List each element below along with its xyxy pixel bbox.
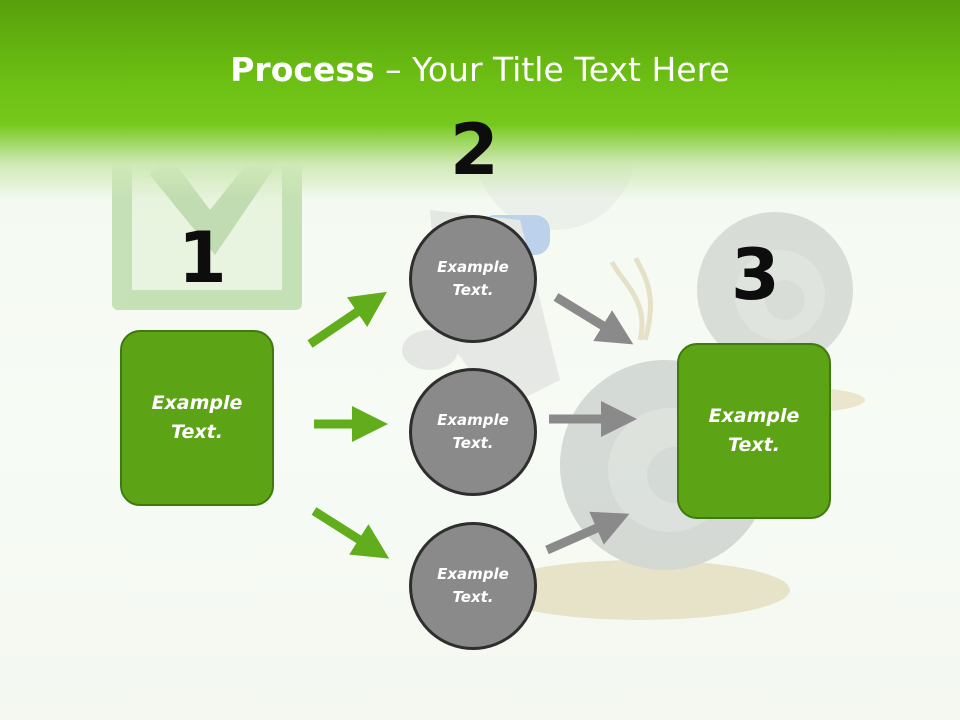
title-bold: Process xyxy=(230,50,375,89)
slide-title: Process – Your Title Text Here xyxy=(0,50,960,89)
step-2-circle-middle: Example Text. xyxy=(409,368,537,496)
arrow-green-up xyxy=(307,291,387,348)
arrow-green-down xyxy=(311,507,390,559)
arrow-gray-down xyxy=(553,293,634,345)
step-1-box: Example Text. xyxy=(120,330,274,506)
title-rest: – Your Title Text Here xyxy=(374,50,730,89)
step-2-circle-bottom-text: Example Text. xyxy=(437,565,509,606)
snail-shell-upper xyxy=(697,212,853,368)
step-number-3: 3 xyxy=(731,234,780,316)
arrow-gray-up xyxy=(545,511,630,555)
step-1-text: Example Text. xyxy=(151,392,243,443)
step-2-circle-middle-text: Example Text. xyxy=(437,411,509,452)
step-2-circle-top-text: Example Text. xyxy=(437,258,509,299)
step-number-2: 2 xyxy=(450,109,499,191)
step-number-1: 1 xyxy=(178,217,227,299)
step-2-circle-top: Example Text. xyxy=(409,215,537,343)
step-2-circle-bottom: Example Text. xyxy=(409,522,537,650)
title-bar xyxy=(0,0,960,200)
step-3-text: Example Text. xyxy=(708,405,800,456)
step-3-box: Example Text. xyxy=(677,343,831,519)
